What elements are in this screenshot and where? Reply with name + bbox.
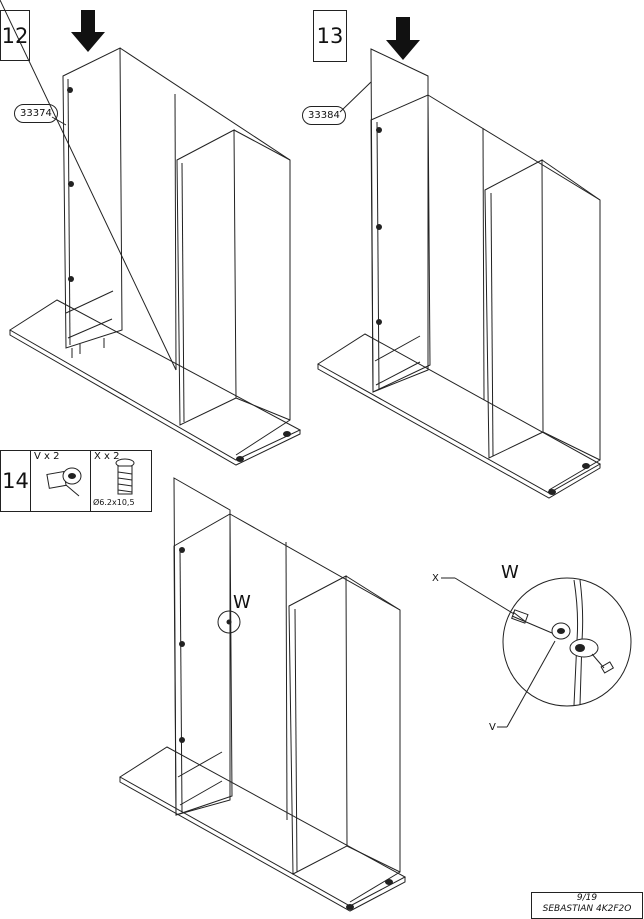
zoom-label-x: X	[432, 573, 439, 584]
part-tag-33374: 33374	[14, 104, 58, 123]
step-13-number: 13	[313, 10, 347, 62]
down-arrow-icon	[71, 10, 105, 52]
detail-callout-w: W	[233, 592, 251, 613]
parts-cell-x: X x 2 Ø6.2x10,5	[90, 451, 151, 511]
screw-icon	[600, 661, 615, 674]
connector-cam-icon	[551, 622, 599, 658]
step-12-illustration	[0, 0, 302, 466]
screw-icon	[511, 609, 529, 624]
product-name: SEBASTIAN 4K2F2O	[542, 904, 632, 914]
zoom-label-v: V	[489, 722, 496, 733]
part-tag-33384: 33384	[302, 106, 346, 125]
step-12-number: 12	[0, 10, 30, 61]
screw-size-label: Ø6.2x10,5	[93, 498, 135, 507]
parts-qty-x: X x 2	[94, 451, 120, 462]
down-arrow-icon	[386, 17, 420, 60]
hardware-parts-box: V x 2 X x 2 Ø6.2x10,5	[0, 450, 152, 512]
connector-cam-icon	[46, 467, 82, 497]
parts-qty-v: V x 2	[34, 451, 60, 462]
page-number: 9/19	[576, 893, 598, 903]
step-14-illustration	[119, 477, 407, 912]
step-13-illustration	[317, 17, 602, 499]
zoom-detail	[441, 577, 632, 728]
parts-icons	[46, 458, 135, 497]
parts-cell-v: V x 2	[30, 451, 90, 511]
screw-icon	[115, 458, 135, 495]
zoom-label-w: W	[501, 562, 519, 583]
